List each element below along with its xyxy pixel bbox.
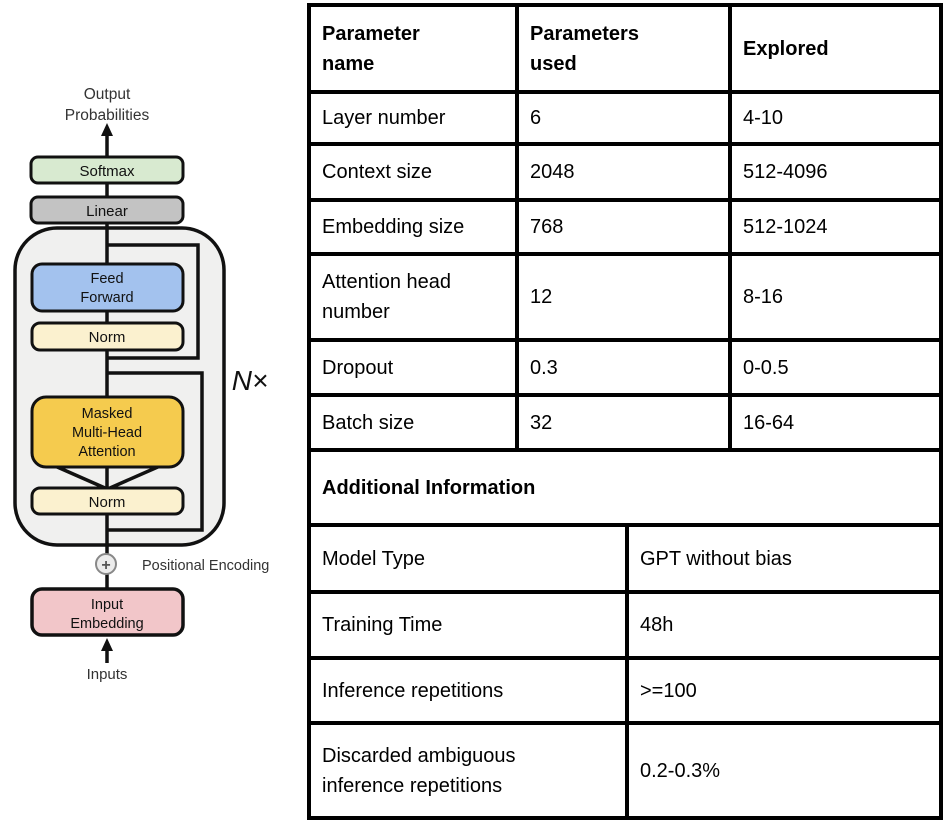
- param-name-cell: Layer number: [311, 94, 515, 142]
- norm-label: Norm: [89, 329, 126, 346]
- info-value-cell: >=100: [629, 660, 939, 721]
- table-row: Layer number 6 4-10: [311, 94, 939, 142]
- table-row: Embedding size 768 512-1024: [311, 202, 939, 252]
- param-explored-cell: 0-0.5: [732, 342, 939, 393]
- positional-encoding-plus-icon: +: [95, 553, 117, 575]
- input-embedding-label: Embedding: [70, 616, 143, 632]
- inputs-label: Inputs: [87, 666, 128, 683]
- linear-label: Linear: [86, 203, 128, 220]
- table-row: Discarded ambiguous inference repetition…: [311, 725, 939, 816]
- positional-encoding-label: Positional Encoding: [142, 558, 269, 574]
- param-used-cell: 6: [519, 94, 728, 142]
- output-probabilities-label: Probabilities: [65, 107, 150, 124]
- residual-loop-attention: [107, 371, 204, 532]
- param-name-cell: Dropout: [311, 342, 515, 393]
- inputs-arrowhead-icon: [101, 638, 113, 651]
- param-explored-cell: 512-4096: [732, 146, 939, 198]
- table-row: Model Type GPT without bias: [311, 527, 939, 590]
- table-row: Batch size 32 16-64: [311, 397, 939, 448]
- svg-text:+: +: [101, 557, 110, 574]
- section-header-row: Additional Information: [311, 452, 939, 523]
- input-embedding-label: Input: [91, 597, 123, 613]
- feed-forward-box: Feed Forward: [30, 262, 185, 313]
- param-explored-cell: 16-64: [732, 397, 939, 448]
- additional-information-header: Additional Information: [311, 452, 939, 523]
- col-header-explored: Explored: [732, 7, 939, 90]
- col-header-parameter-name: Parameter name: [311, 7, 515, 90]
- input-embedding-box: Input Embedding: [30, 587, 185, 637]
- softmax-label: Softmax: [79, 163, 135, 180]
- param-name-cell: Attention head number: [311, 256, 515, 338]
- n-times-label: N×: [232, 365, 269, 396]
- table-header-row: Parameter name Parameters used Explored: [311, 7, 939, 90]
- feed-forward-label: Feed: [90, 271, 123, 287]
- residual-loop-feedforward: [107, 243, 200, 360]
- info-value-cell: GPT without bias: [629, 527, 939, 590]
- info-name-cell: Model Type: [311, 527, 625, 590]
- attention-input-line-right: [109, 464, 161, 490]
- softmax-box: Softmax: [29, 155, 185, 185]
- param-name-cell: Batch size: [311, 397, 515, 448]
- masked-multi-head-attention-box: Masked Multi-Head Attention: [30, 395, 185, 469]
- param-used-cell: 2048: [519, 146, 728, 198]
- col-header-parameters-used: Parameters used: [519, 7, 728, 90]
- param-name-cell: Context size: [311, 146, 515, 198]
- feed-forward-label: Forward: [80, 290, 133, 306]
- table-row: Training Time 48h: [311, 594, 939, 656]
- gpt-architecture-diagram: Output Probabilities Softmax Linear Feed…: [13, 86, 269, 683]
- info-value-cell: 0.2-0.3%: [629, 725, 939, 816]
- param-explored-cell: 4-10: [732, 94, 939, 142]
- output-arrowhead-icon: [101, 123, 113, 136]
- param-used-cell: 32: [519, 397, 728, 448]
- table-row: Attention head number 12 8-16: [311, 256, 939, 338]
- norm-box-lower: Norm: [30, 486, 185, 516]
- param-used-cell: 12: [519, 256, 728, 338]
- table-row: Inference repetitions >=100: [311, 660, 939, 721]
- attention-label: Multi-Head: [72, 425, 142, 441]
- attention-label: Masked: [82, 406, 133, 422]
- info-value-cell: 48h: [629, 594, 939, 656]
- parameters-table: Parameter name Parameters used Explored …: [307, 3, 943, 820]
- param-name-cell: Embedding size: [311, 202, 515, 252]
- linear-box: Linear: [29, 195, 185, 225]
- attention-input-line-left: [54, 464, 106, 490]
- param-used-cell: 768: [519, 202, 728, 252]
- output-probabilities-label: Output: [84, 86, 131, 103]
- param-used-cell: 0.3: [519, 342, 728, 393]
- param-explored-cell: 8-16: [732, 256, 939, 338]
- attention-label: Attention: [78, 444, 135, 460]
- norm-label: Norm: [89, 494, 126, 511]
- info-name-cell: Training Time: [311, 594, 625, 656]
- info-name-cell: Discarded ambiguous inference repetition…: [311, 725, 625, 816]
- table-row: Context size 2048 512-4096: [311, 146, 939, 198]
- info-name-cell: Inference repetitions: [311, 660, 625, 721]
- param-explored-cell: 512-1024: [732, 202, 939, 252]
- norm-box-upper: Norm: [30, 321, 185, 352]
- table-row: Dropout 0.3 0-0.5: [311, 342, 939, 393]
